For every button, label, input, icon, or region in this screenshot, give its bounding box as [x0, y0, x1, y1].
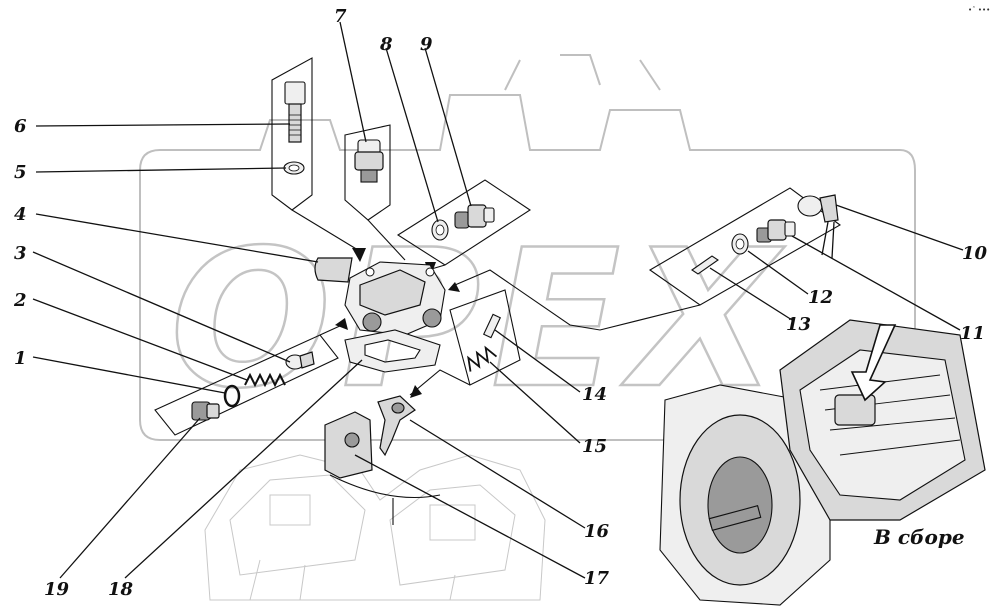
part-5-washer-hole: [288, 164, 300, 172]
callout-3: 3: [14, 243, 27, 264]
callout-9: 9: [420, 34, 433, 55]
assembly-indicator-arrow: [850, 324, 897, 402]
part-2-spring: [244, 372, 286, 388]
part-13-key: [691, 255, 719, 275]
part-8-washer-hole: [435, 224, 445, 236]
part-15-spring: [467, 345, 498, 372]
callout-13: 13: [786, 314, 811, 335]
part-3-plunger: [285, 351, 315, 370]
part-18-gasket: [344, 329, 441, 373]
part-9-switch: [454, 204, 495, 229]
callout-11: 11: [960, 323, 985, 344]
part-17-bracket: [324, 411, 373, 479]
watermark-gear-teeth: [504, 54, 661, 91]
leader-lines: [32, 21, 964, 579]
part-19-plug: [191, 401, 220, 421]
callout-10: 10: [962, 243, 988, 264]
assembled-caption: В сборе: [873, 525, 965, 549]
part-10-connector: [797, 194, 839, 259]
gearbox-housing-ghost: [204, 454, 546, 601]
callout-12: 12: [808, 287, 833, 308]
part-12-washer-hole: [735, 238, 745, 250]
callout-15: 15: [582, 436, 607, 457]
callout-19: 19: [44, 579, 70, 600]
part-11-switch: [756, 219, 796, 243]
callout-numbers: 1 2 3 4 5 6 7 8 9 10 11 12 13 14 15 16 1…: [13, 6, 988, 600]
part-6-bolt: [284, 81, 306, 143]
callout-18: 18: [108, 579, 134, 600]
part-1-ring: [223, 384, 241, 408]
group-brackets: [154, 57, 842, 525]
callout-7: 7: [334, 6, 347, 27]
callout-2: 2: [13, 290, 27, 311]
part-16-lever: [377, 395, 416, 457]
watermark: OPEX: [139, 54, 916, 441]
watermark-text: OPEX: [170, 209, 787, 430]
callout-5: 5: [14, 162, 27, 183]
callout-8: 8: [379, 34, 393, 55]
callout-6: 6: [14, 116, 27, 137]
callout-14: 14: [582, 384, 607, 405]
part-4-housing: [314, 257, 446, 336]
callout-16: 16: [584, 521, 610, 542]
callout-1: 1: [14, 348, 27, 369]
assembled-gearbox-view: [659, 319, 986, 606]
part-7-fitting: [354, 139, 384, 183]
callout-17: 17: [584, 568, 610, 589]
callout-4: 4: [14, 204, 27, 225]
assembly-arrows: [335, 248, 460, 398]
part-14-pin: [482, 313, 502, 339]
corner-mark: •ˆ •••: [968, 6, 990, 14]
